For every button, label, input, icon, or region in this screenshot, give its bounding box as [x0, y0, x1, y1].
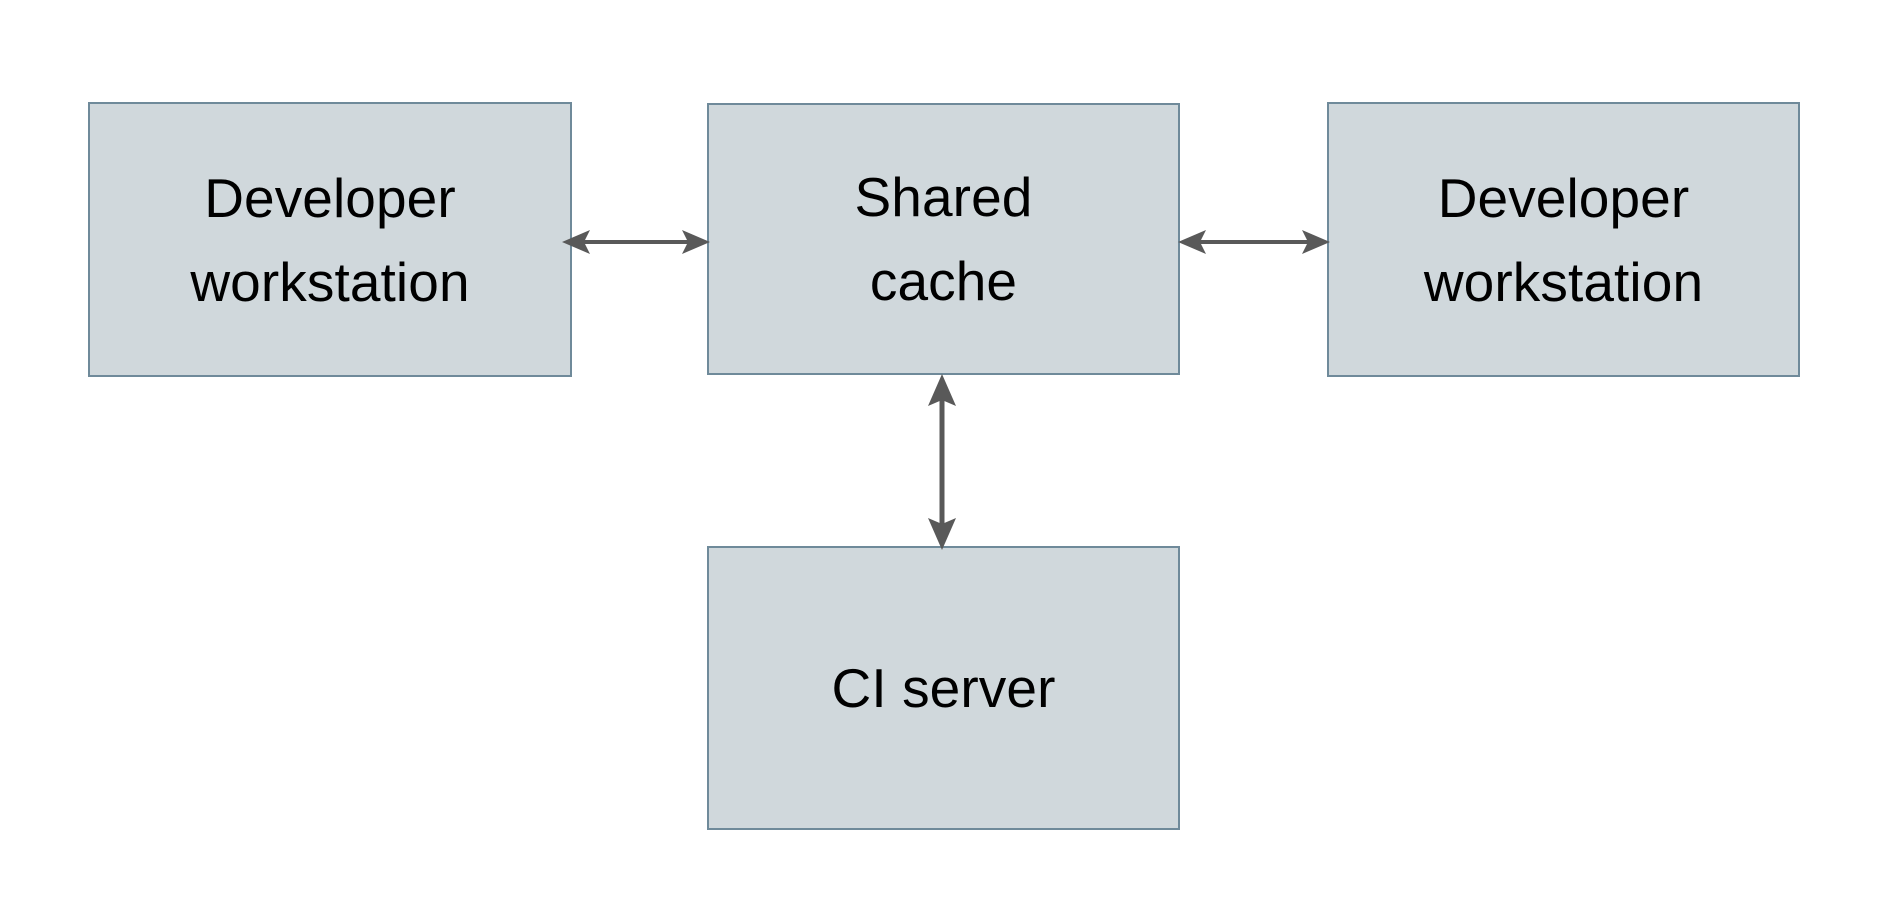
- double-arrow-horizontal-icon: [1178, 230, 1330, 254]
- node-label: Developer workstation: [190, 166, 470, 313]
- node-developer-workstation-right[interactable]: Developer workstation: [1327, 102, 1800, 377]
- double-arrow-horizontal-icon: [562, 230, 710, 254]
- edge-developer-workstation-left-to-shared-cache[interactable]: [560, 216, 712, 268]
- node-ci-server[interactable]: CI server: [707, 546, 1180, 830]
- node-label: Shared cache: [854, 166, 1033, 312]
- node-shared-cache[interactable]: Shared cache: [707, 103, 1180, 375]
- edge-shared-cache-to-developer-workstation-right[interactable]: [1176, 216, 1332, 268]
- node-label: Developer workstation: [1423, 166, 1704, 313]
- edge-shared-cache-to-ci-server[interactable]: [916, 372, 968, 552]
- double-arrow-vertical-icon: [928, 374, 956, 550]
- node-label: CI server: [831, 657, 1056, 719]
- node-developer-workstation-left[interactable]: Developer workstation: [88, 102, 572, 377]
